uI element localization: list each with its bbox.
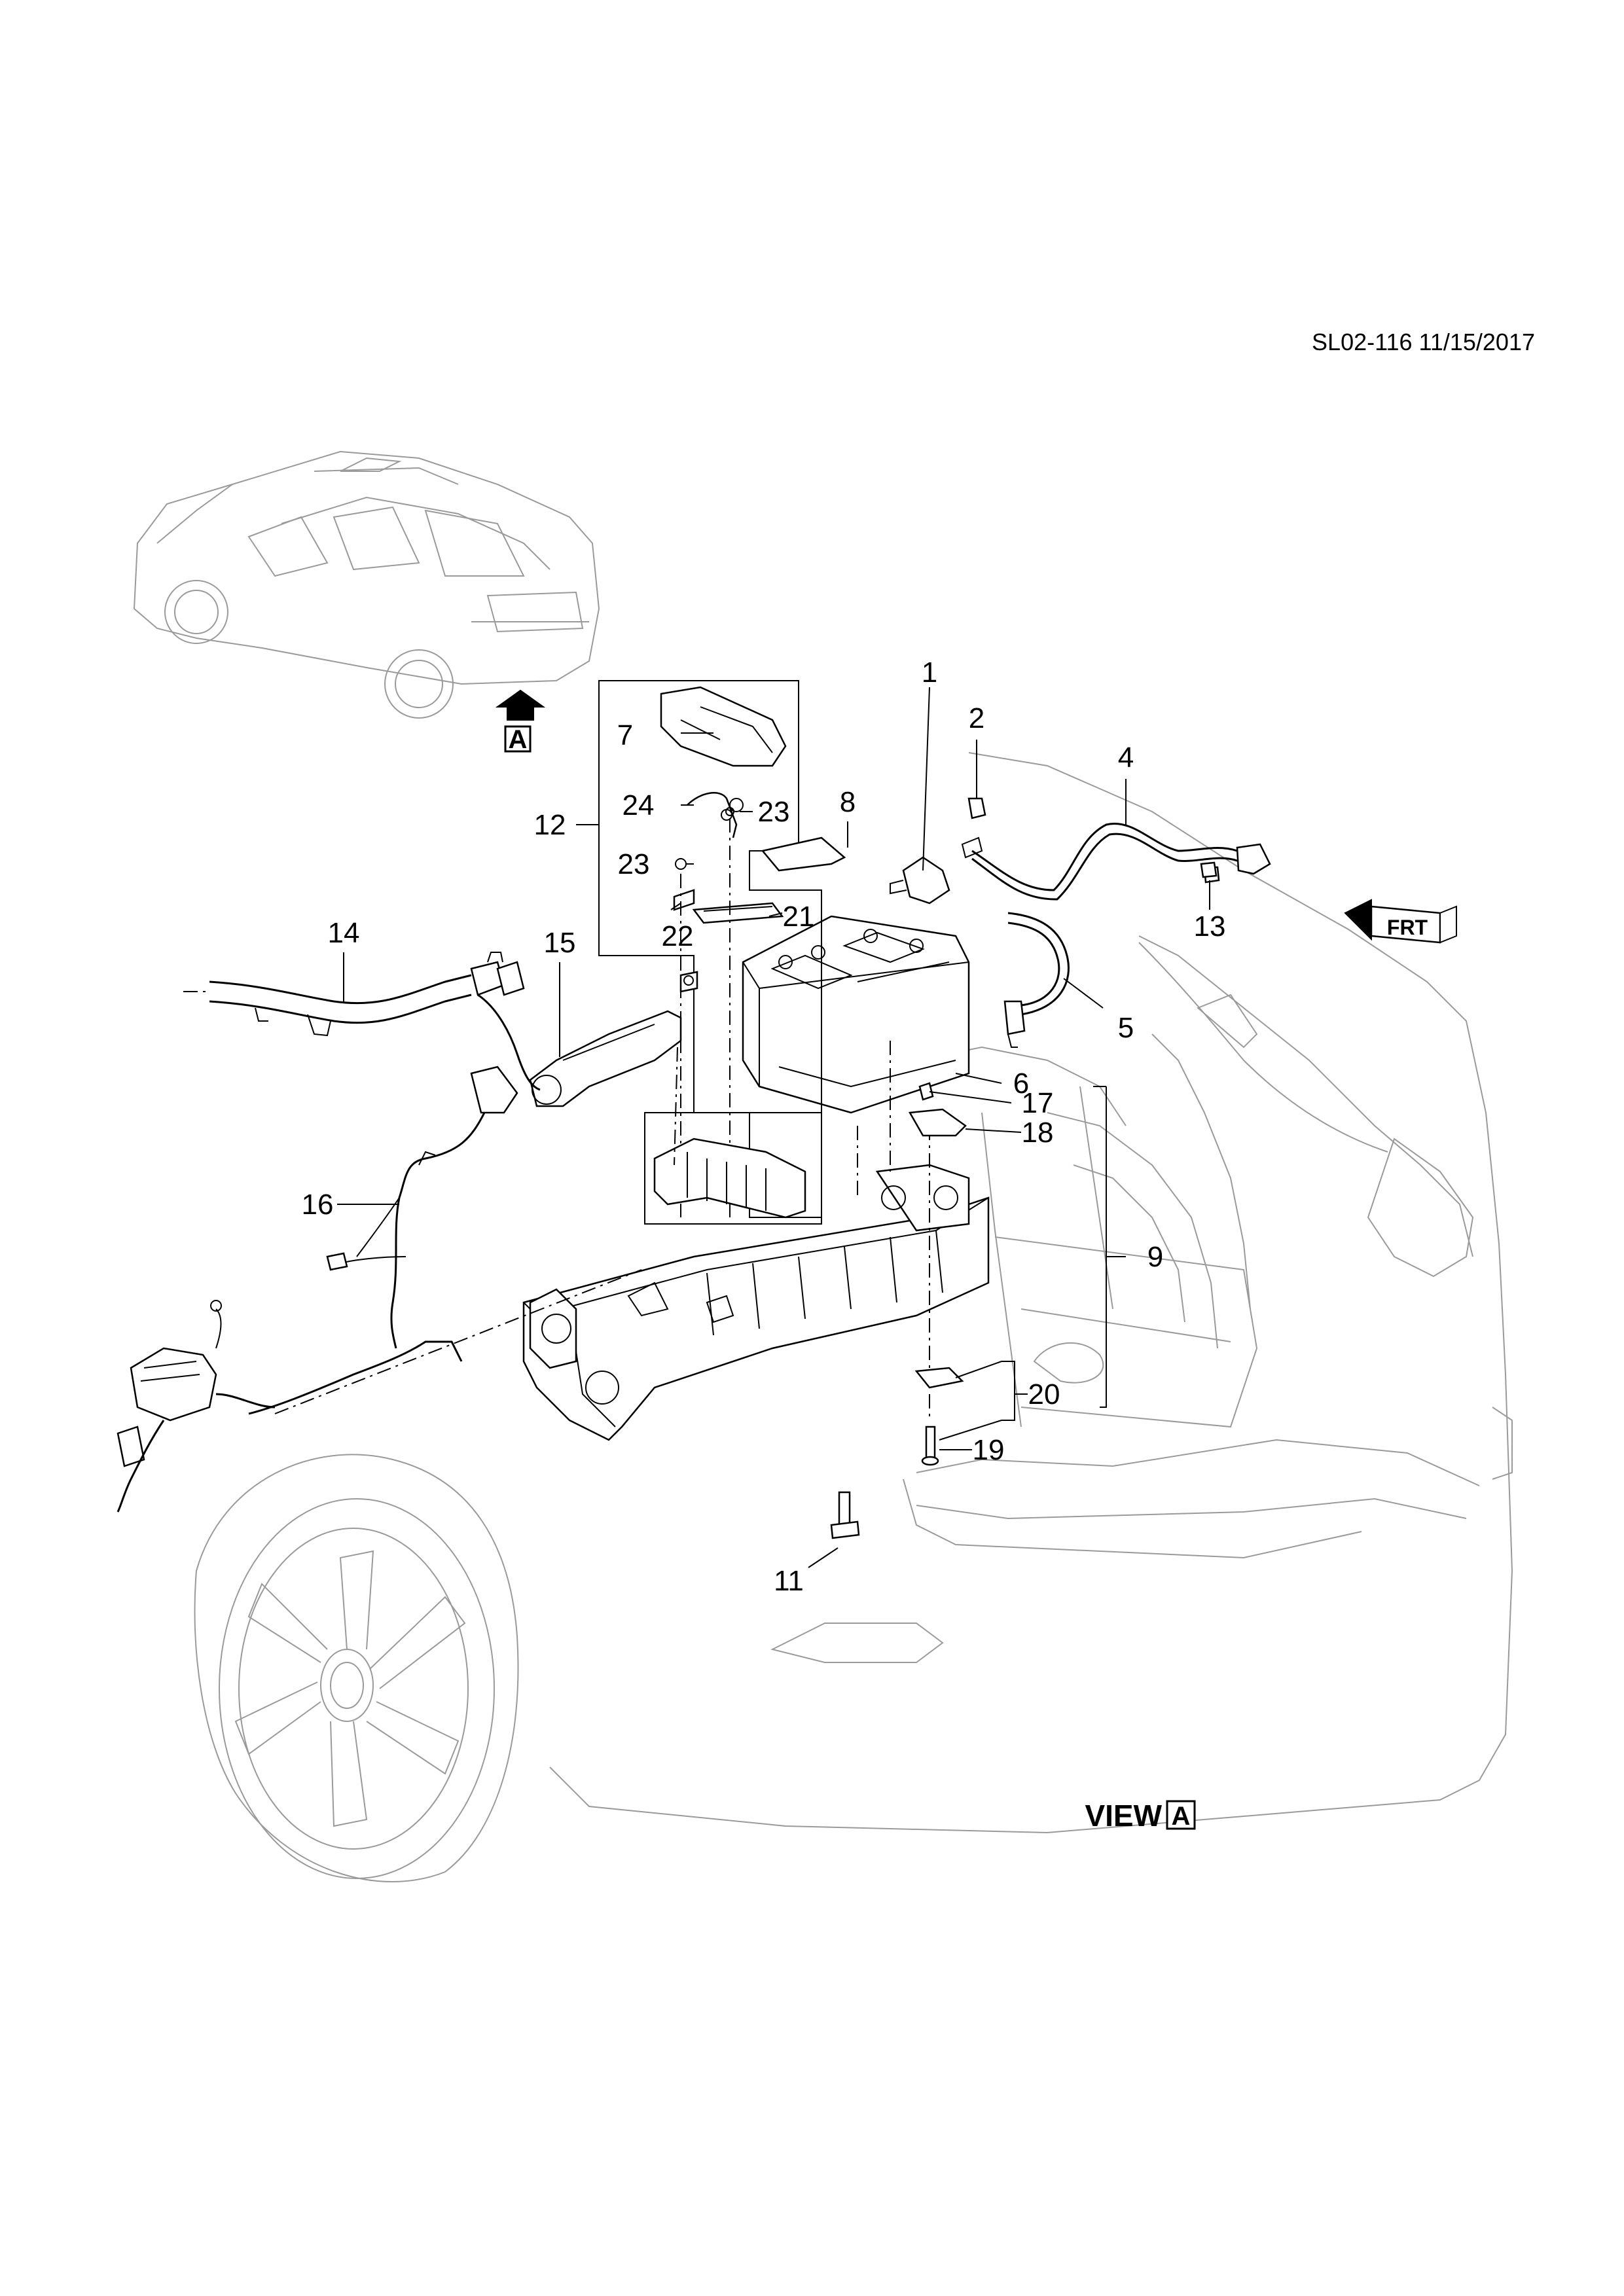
callout-12: 12 [534,809,566,841]
view-arrow-letter: A [509,725,528,754]
callout-13: 13 [1194,910,1226,942]
callout-15: 15 [544,927,576,959]
leader-lines [337,687,1210,1568]
callout-19: 19 [973,1434,1005,1466]
harness-part-14 [183,952,525,1037]
rear-wheel-ghost [194,1454,519,1882]
terminal-bracket [890,797,986,905]
callout-8: 8 [840,786,856,818]
alignment-lines [274,1041,930,1420]
callout-24: 24 [623,789,655,821]
harness-part-16 [326,1066,518,1349]
callout-21: 21 [783,901,815,933]
callout-4: 4 [1118,742,1134,774]
callout-2: 2 [969,702,984,734]
callout-16: 16 [302,1189,334,1221]
front-direction-text: FRT [1387,916,1428,939]
harness-bottom-left [117,1300,463,1513]
callout-9: 9 [1147,1241,1163,1273]
callout-18: 18 [1022,1117,1054,1149]
view-label-letter: A [1172,1802,1191,1831]
callout-23-left: 23 [618,848,650,880]
vehicle-thumbnail [133,450,600,719]
callout-14: 14 [328,917,360,949]
trunk-lid-ghost [1138,942,1388,1153]
cable-part-4 [971,822,1271,901]
view-label: VIEW [1085,1799,1162,1833]
callout-11: 11 [774,1565,804,1597]
callout-23-right: 23 [758,796,790,828]
front-direction-marker: FRT [1344,899,1457,944]
callout-5: 5 [1118,1012,1134,1044]
up-arrow-icon [495,689,546,721]
diagram-code: SL02-116 11/15/2017 [1312,329,1535,355]
cable-part-5 [1003,912,1070,1048]
front-direction-icon [1344,899,1372,941]
small-hardware [679,861,1218,1539]
plate-part-8 [761,836,846,872]
callout-numbers: 1 2 4 5 6 7 8 9 11 12 13 14 15 16 17 18 … [302,656,1226,1597]
battery-cover-box [598,680,822,1225]
callout-1: 1 [922,656,937,689]
callout-7: 7 [617,719,633,751]
conduit-part-15 [477,994,682,1107]
callout-17: 17 [1022,1087,1054,1119]
callout-22: 22 [662,920,694,952]
callout-6: 6 [1013,1067,1029,1100]
battery [742,915,970,1114]
view-arrow-marker: A [495,689,546,754]
callout-20: 20 [1028,1378,1060,1410]
view-label-group: VIEW A [1085,1799,1196,1833]
